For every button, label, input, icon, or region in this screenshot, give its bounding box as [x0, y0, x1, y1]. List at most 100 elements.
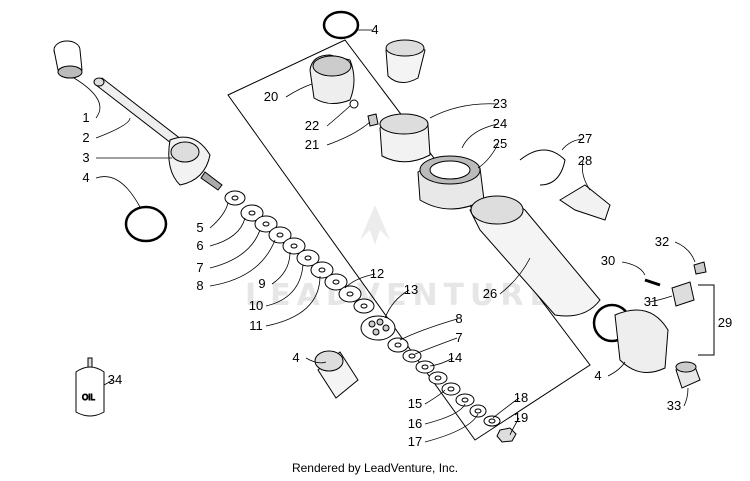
callout-label-4: 4	[594, 368, 601, 383]
o-ring-top	[322, 10, 360, 40]
callout-leader	[271, 251, 291, 285]
callout-label-6: 6	[196, 238, 203, 253]
callout-label-8: 8	[455, 311, 462, 326]
callout-leader	[648, 295, 673, 303]
top-sleeve	[385, 39, 426, 83]
callout-label-13: 13	[404, 282, 418, 297]
lock-ring	[417, 155, 485, 210]
callout-label-4: 4	[292, 350, 299, 365]
callout-leader	[209, 217, 246, 247]
callout-leader	[414, 337, 458, 355]
callout-label-21: 21	[305, 137, 319, 152]
callout-label-7: 7	[196, 260, 203, 275]
reservoir-cap	[614, 309, 669, 373]
watermark-logo	[360, 205, 390, 245]
callout-leader	[209, 202, 229, 229]
callout-label-12: 12	[370, 266, 384, 281]
callout-leader	[429, 357, 454, 367]
callout-leader	[209, 229, 261, 269]
callout-leader	[326, 121, 371, 146]
callout-leader	[209, 239, 276, 287]
spring-body	[469, 195, 601, 317]
callout-label-7: 7	[455, 330, 462, 345]
callout-label-31: 31	[644, 294, 658, 309]
callout-label-9: 9	[258, 276, 265, 291]
callout-label-29: 29	[718, 315, 732, 330]
callout-label-5: 5	[196, 220, 203, 235]
oil-label: OIL	[82, 393, 95, 402]
callout-leader	[384, 289, 410, 319]
callout-leader	[492, 397, 520, 419]
callout-label-24: 24	[493, 116, 507, 131]
bushing-33	[675, 361, 701, 389]
callout-leader	[326, 105, 351, 127]
callout-label-18: 18	[514, 390, 528, 405]
snap-ring-27	[519, 149, 566, 186]
bracket-29	[698, 284, 715, 356]
oil-bottle: OIL	[75, 357, 105, 417]
callout-leader	[285, 83, 313, 98]
callout-label-22: 22	[305, 118, 319, 133]
callout-leader	[103, 379, 114, 386]
callout-leader	[581, 160, 591, 191]
callout-leader	[73, 77, 101, 119]
footer-credit: Rendered by LeadVenture, Inc.	[291, 461, 459, 475]
callout-label-2: 2	[82, 130, 89, 145]
callout-label-3: 3	[82, 150, 89, 165]
o-ring-left	[124, 205, 168, 243]
callout-leader	[424, 403, 466, 425]
callout-leader	[305, 357, 327, 364]
callout-leader	[429, 103, 499, 119]
callout-leader	[95, 176, 141, 208]
spring-retainer-28	[559, 184, 611, 221]
pin-30	[644, 278, 661, 287]
piston-valve	[360, 315, 396, 341]
washer-stack-upper	[224, 190, 375, 314]
callout-leader	[344, 273, 376, 289]
watermark: LEADVENTURE	[245, 205, 556, 313]
callout-label-25: 25	[493, 136, 507, 151]
sleeve-lower	[314, 350, 359, 399]
callout-label-17: 17	[408, 434, 422, 449]
callout-label-11: 11	[249, 318, 263, 333]
callout-label-8: 8	[196, 278, 203, 293]
callout-leader	[499, 257, 531, 295]
callout-label-23: 23	[493, 96, 507, 111]
callout-leader	[674, 241, 696, 263]
callout-label-4: 4	[82, 170, 89, 185]
callout-leader	[399, 318, 458, 341]
callout-leader	[424, 389, 446, 405]
callout-label-32: 32	[655, 234, 669, 249]
callout-label-15: 15	[408, 396, 422, 411]
callout-label-20: 20	[264, 89, 278, 104]
callout-label-14: 14	[448, 350, 462, 365]
top-seal-head	[309, 54, 355, 104]
callout-label-30: 30	[601, 253, 615, 268]
callout-leader	[621, 261, 646, 276]
small-ball	[349, 99, 359, 109]
callout-label-10: 10	[249, 298, 263, 313]
callout-label-4: 4	[371, 22, 378, 37]
callout-leader	[509, 417, 520, 436]
callout-label-33: 33	[667, 398, 681, 413]
callout-leader	[265, 264, 304, 307]
valve-screw	[367, 113, 379, 127]
schrader-valve-31	[671, 281, 695, 307]
callout-label-19: 19	[514, 410, 528, 425]
watermark-text: LEADVENTURE	[245, 278, 556, 313]
callout-leader	[424, 413, 479, 443]
valve-screw-32	[693, 261, 707, 275]
shaft-assembly	[53, 40, 223, 191]
callout-label-1: 1	[82, 110, 89, 125]
callout-label-34: 34	[108, 372, 122, 387]
callout-leader	[477, 143, 499, 169]
callout-label-16: 16	[408, 416, 422, 431]
callout-label-28: 28	[578, 153, 592, 168]
callout-label-27: 27	[578, 131, 592, 146]
callout-leader	[683, 387, 689, 407]
callout-leader	[607, 361, 626, 377]
callout-leader	[95, 117, 131, 139]
callouts	[73, 29, 696, 443]
bearing-sleeve	[379, 113, 431, 163]
